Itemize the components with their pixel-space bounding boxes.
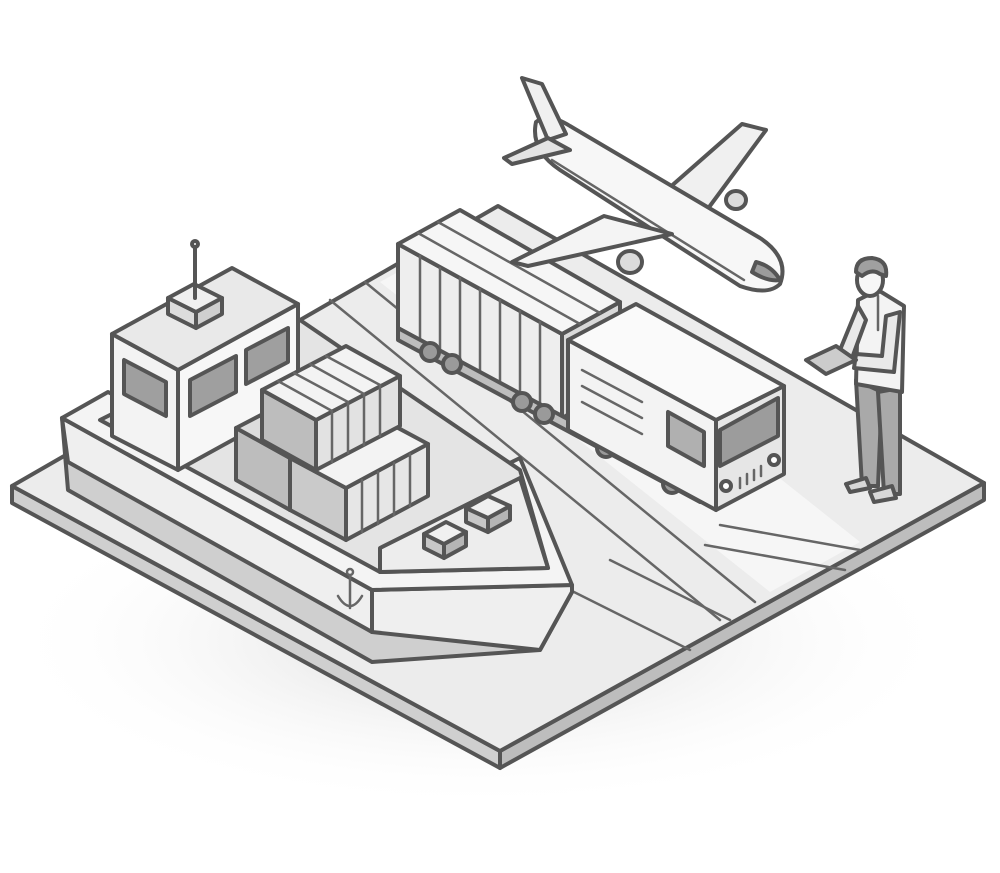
cargo-truck — [396, 208, 786, 512]
ship-cabin — [110, 239, 300, 472]
ship-container-stack — [234, 344, 430, 542]
airplane — [502, 76, 785, 293]
worker-with-tablet — [804, 256, 906, 504]
cargo-ship — [60, 239, 574, 664]
anchor-icon — [336, 567, 364, 610]
deck-boxes — [422, 494, 512, 560]
